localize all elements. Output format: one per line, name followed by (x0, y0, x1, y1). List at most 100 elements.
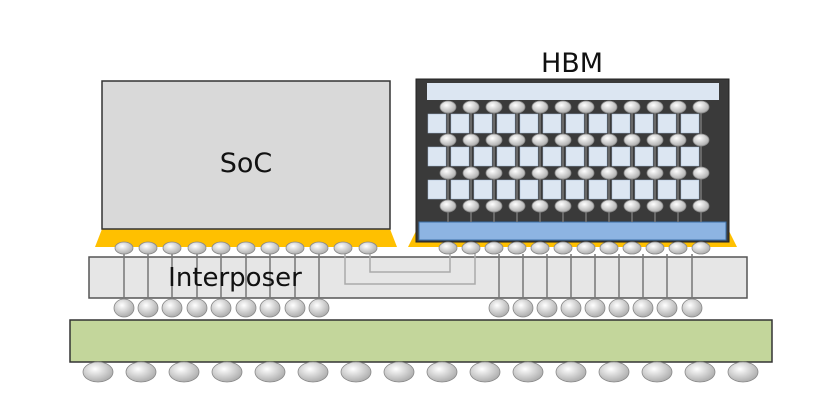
hbm-top-die (427, 83, 719, 100)
hbm-micro-bump (692, 166, 710, 180)
bga-ball (254, 361, 286, 383)
hbm-memory-cell (496, 179, 516, 200)
hbm-memory-cell (473, 113, 493, 134)
hbm-memory-cell (473, 146, 493, 167)
hbm-micro-bump (531, 166, 549, 180)
interposer (88, 256, 748, 299)
hbm-micro-bump (485, 199, 503, 213)
hbm-micro-bump (439, 166, 457, 180)
soc-micro-bump (285, 241, 305, 255)
hbm-label: HBM (541, 48, 603, 79)
hbm-memory-cell (496, 146, 516, 167)
hbm-logic-die (418, 221, 727, 241)
hbm-memory-cell (680, 113, 700, 134)
bga-solder-balls (82, 361, 759, 383)
c4-bump (488, 298, 510, 318)
hbm-micro-bump (439, 100, 457, 114)
hbm-memory-cell (634, 146, 654, 167)
package-substrate (69, 319, 773, 363)
hbm-base-micro-bump (668, 241, 688, 255)
hbm-micro-bump (462, 166, 480, 180)
hbm-micro-bump (692, 133, 710, 147)
bga-ball (684, 361, 716, 383)
hbm-memory-cell (519, 113, 539, 134)
bga-ball (340, 361, 372, 383)
hbm-base-micro-bump (576, 241, 596, 255)
hbm-memory-cell (657, 179, 677, 200)
soc-micro-bump (333, 241, 353, 255)
hbm-micro-bump (485, 133, 503, 147)
c4-bump (308, 298, 330, 318)
hbm-micro-bump (646, 133, 664, 147)
hbm-memory-cell (496, 113, 516, 134)
c4-bump (284, 298, 306, 318)
hbm-memory-cell (588, 146, 608, 167)
bga-ball (383, 361, 415, 383)
c4-bump (560, 298, 582, 318)
hbm-memory-cell (450, 146, 470, 167)
hbm-micro-bump (669, 100, 687, 114)
hbm-micro-bump (439, 199, 457, 213)
hbm-micro-bump (439, 133, 457, 147)
soc-micro-bump (309, 241, 329, 255)
bga-ball (168, 361, 200, 383)
soc-micro-bump (358, 241, 378, 255)
c4-bump (512, 298, 534, 318)
hbm-micro-bump (508, 166, 526, 180)
c4-bump (113, 298, 135, 318)
hbm-micro-bump (531, 133, 549, 147)
hbm-memory-cell (657, 146, 677, 167)
hbm-micro-bump (600, 199, 618, 213)
hbm-micro-bump (531, 199, 549, 213)
bga-ball (469, 361, 501, 383)
c4-bump (584, 298, 606, 318)
hbm-micro-bump (577, 100, 595, 114)
hbm-micro-bump (531, 100, 549, 114)
hbm-memory-cell (427, 146, 447, 167)
bga-ball (297, 361, 329, 383)
hbm-micro-bump (669, 199, 687, 213)
bga-ball (555, 361, 587, 383)
hbm-base-micro-bump (622, 241, 642, 255)
hbm-micro-bump (577, 133, 595, 147)
hbm-base-micro-bump (438, 241, 458, 255)
hbm-memory-cell (542, 113, 562, 134)
hbm-memory-cell (427, 113, 447, 134)
bga-ball (426, 361, 458, 383)
hbm-micro-bump (692, 100, 710, 114)
hbm-memory-cell (450, 179, 470, 200)
hbm-micro-bump (462, 100, 480, 114)
hbm-memory-cell (519, 179, 539, 200)
hbm-micro-bump (692, 199, 710, 213)
hbm-base-micro-bump (507, 241, 527, 255)
hbm-memory-cell (611, 179, 631, 200)
hbm-micro-bump (554, 100, 572, 114)
bga-ball (598, 361, 630, 383)
c4-bump (259, 298, 281, 318)
c4-bump (681, 298, 703, 318)
c4-bump (235, 298, 257, 318)
soc-micro-bump (236, 241, 256, 255)
hbm-memory-cell (450, 113, 470, 134)
hbm-micro-bump (646, 199, 664, 213)
hbm-base-micro-bump (461, 241, 481, 255)
hbm-micro-bump (623, 133, 641, 147)
hbm-memory-cell (565, 146, 585, 167)
hbm-memory-cell (565, 113, 585, 134)
c4-bump (536, 298, 558, 318)
bga-ball (512, 361, 544, 383)
hbm-memory-cell (611, 146, 631, 167)
hbm-micro-bump (623, 199, 641, 213)
hbm-micro-bump (462, 199, 480, 213)
hbm-micro-bump (577, 166, 595, 180)
micro-bumps (114, 100, 711, 255)
bga-ball (211, 361, 243, 383)
c4-bump (186, 298, 208, 318)
hbm-base-micro-bump (599, 241, 619, 255)
hbm-base-micro-bump (530, 241, 550, 255)
hbm-memory-cell (588, 113, 608, 134)
bga-ball (641, 361, 673, 383)
hbm-memory-cell (680, 146, 700, 167)
hbm-micro-bump (508, 133, 526, 147)
